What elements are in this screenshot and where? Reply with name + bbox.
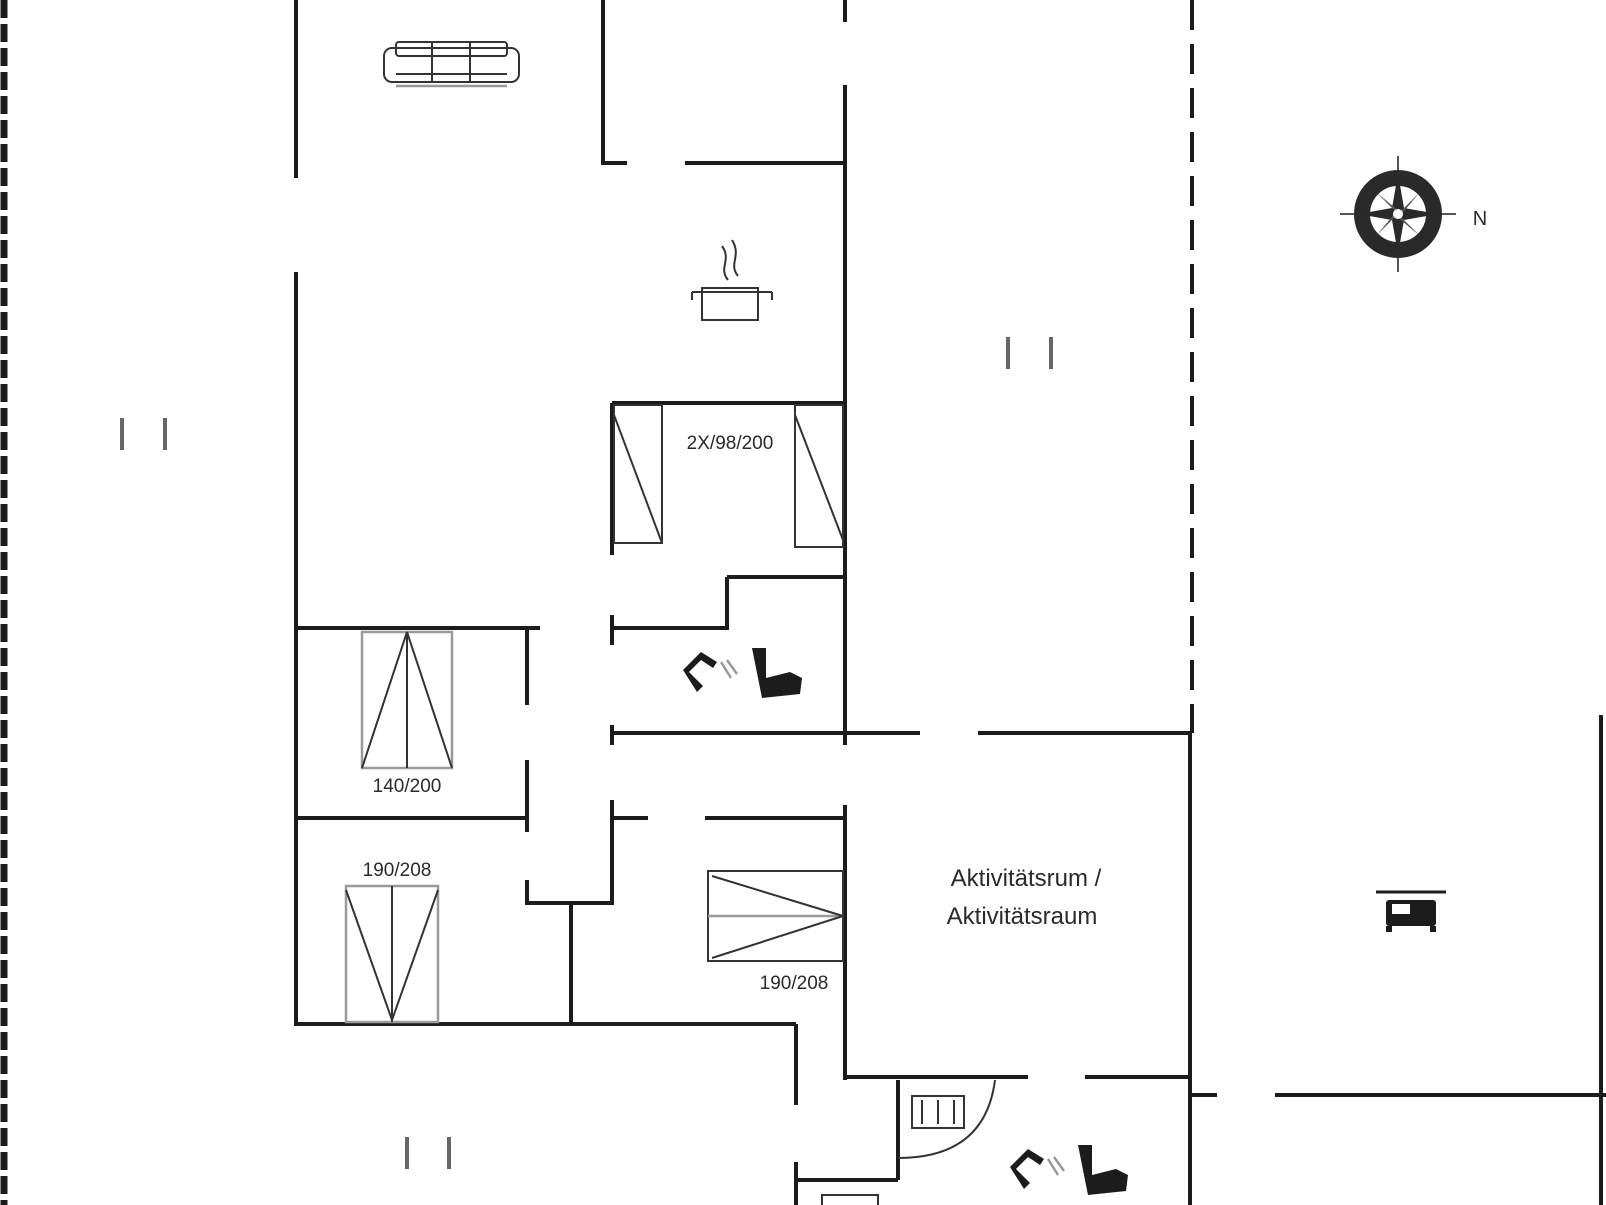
door-swing	[897, 1079, 996, 1159]
bed-size-label: 190/208	[760, 973, 829, 994]
bottom-fixture	[821, 1194, 879, 1205]
shower-icon	[1010, 1149, 1066, 1189]
room-label: Aktivitätsraum	[947, 903, 1098, 930]
cooking-pot-icon	[691, 239, 773, 321]
toilet-icon	[1078, 1145, 1128, 1195]
shower-icon	[683, 652, 739, 692]
window-icon	[120, 337, 1053, 1169]
compass-north-label: N	[1473, 208, 1487, 230]
walls	[294, 0, 1606, 1205]
sofa-icon	[383, 41, 520, 88]
compass-rose-icon	[1340, 156, 1456, 272]
bed-140	[360, 630, 454, 770]
bed-twin	[613, 404, 844, 548]
bed-size-label: 2X/98/200	[687, 433, 774, 454]
toilet-icon	[752, 648, 802, 698]
room-label: Aktivitätsrum /	[951, 865, 1102, 892]
bed-single	[707, 870, 844, 962]
bed-size-label: 190/208	[363, 860, 432, 881]
bed-icon	[1376, 890, 1446, 932]
bed-size-label: 140/200	[373, 776, 442, 797]
toilet-icon	[911, 1095, 965, 1129]
bed-single	[344, 884, 440, 1024]
